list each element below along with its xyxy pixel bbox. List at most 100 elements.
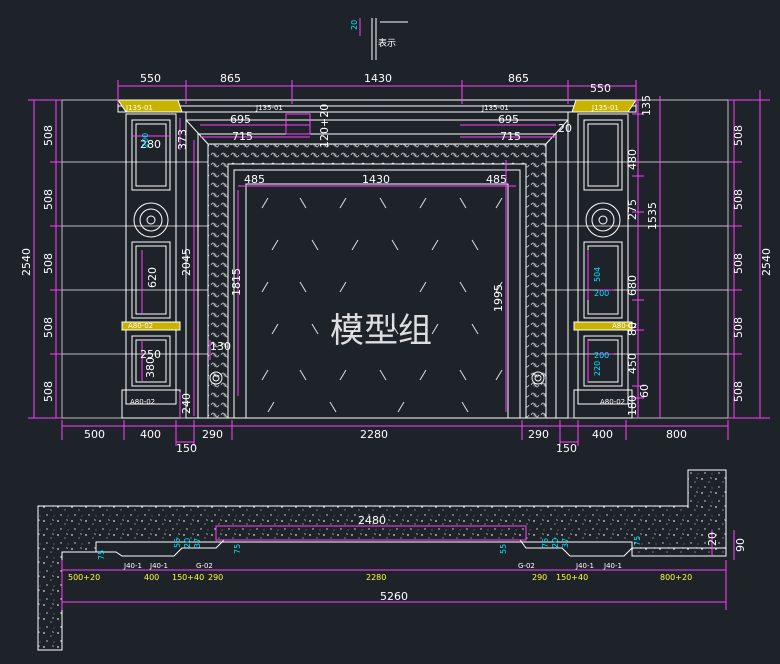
bottom-dim-5: 290 bbox=[528, 428, 549, 441]
top-dim-3: 1430 bbox=[364, 72, 392, 85]
inner-dimension-lines bbox=[132, 113, 614, 418]
dim-240: 240 bbox=[180, 393, 193, 414]
plan-recess bbox=[215, 525, 527, 541]
bottom-dim-4: 2280 bbox=[360, 428, 388, 441]
bottom-dim-2: 400 bbox=[140, 428, 161, 441]
profile-label-2: J135-01 bbox=[255, 104, 283, 112]
legend-value: 20 bbox=[350, 20, 359, 30]
legend: 20 表示 bbox=[350, 18, 408, 60]
dim-250: 250 bbox=[140, 348, 161, 361]
plan-seg-8: 800+20 bbox=[660, 573, 692, 582]
right-col-label-2: 200 bbox=[594, 289, 609, 298]
center-frame bbox=[185, 119, 569, 419]
dim-485-right: 485 bbox=[486, 173, 507, 186]
profile-label-3: J135-01 bbox=[481, 104, 509, 112]
right-inner-dimensions: 135 480 275 680 80 450 60 180 1535 bbox=[626, 95, 659, 416]
right-inner-3: 275 bbox=[626, 199, 639, 220]
plan-wall-shape bbox=[37, 469, 727, 651]
right-inner-4: 680 bbox=[626, 275, 639, 296]
left-dim-4: 508 bbox=[42, 317, 55, 338]
plan-small-5: 75 bbox=[233, 544, 242, 554]
right-inner-6: 450 bbox=[626, 353, 639, 374]
plan-part-2: J40-1 bbox=[149, 562, 168, 570]
cornice bbox=[117, 99, 637, 121]
plan-part-1: J40-1 bbox=[123, 562, 142, 570]
plan-seg-2: 400 bbox=[144, 573, 159, 582]
profile-labels: J135-01 J135-01 J135-01 J135-01 bbox=[125, 104, 619, 112]
right-dimensions: 508 508 508 508 508 2540 bbox=[732, 125, 773, 402]
plan-small-3: 20 bbox=[183, 538, 192, 548]
base-labels: A80-02 A80-02 A80-02 A80-02 bbox=[128, 322, 637, 406]
right-dim-5: 508 bbox=[732, 381, 745, 402]
right-dim-2: 508 bbox=[732, 189, 745, 210]
outer-dimension-lines bbox=[28, 80, 770, 446]
right-col-label-3: 220 bbox=[593, 361, 602, 376]
right-dim-4: 508 bbox=[732, 317, 745, 338]
dim-620: 620 bbox=[146, 267, 159, 288]
plan-right-dim-1: 20 bbox=[706, 532, 719, 546]
right-dim-1: 508 bbox=[732, 125, 745, 146]
base-label-3: A80-02 bbox=[612, 322, 637, 330]
dim-130: 130 bbox=[210, 340, 231, 353]
left-dim-1: 508 bbox=[42, 125, 55, 146]
top-dim-4: 865 bbox=[508, 72, 529, 85]
plan-span: 2480 bbox=[358, 514, 386, 527]
plan-small-1: 75 bbox=[97, 550, 106, 560]
plan-part-6: J40-1 bbox=[603, 562, 622, 570]
bottom-dim-7: 800 bbox=[666, 428, 687, 441]
plan-small-7: 75 bbox=[541, 538, 550, 548]
legend-text: 表示 bbox=[378, 37, 396, 49]
plan-total: 5260 bbox=[380, 590, 408, 603]
dim-695-right: 695 bbox=[498, 113, 519, 126]
left-total: 2540 bbox=[20, 248, 33, 276]
left-dim-2: 508 bbox=[42, 189, 55, 210]
center-panel-pattern bbox=[261, 197, 503, 413]
bottom-dim-6: 400 bbox=[592, 428, 613, 441]
dim-715-right: 715 bbox=[500, 130, 521, 143]
plan-part-5: J40-1 bbox=[575, 562, 594, 570]
top-dimensions: 550 865 1430 865 550 bbox=[140, 72, 611, 95]
base-label-2: A80-02 bbox=[130, 398, 155, 406]
plan-small-10: 75 bbox=[633, 536, 642, 546]
bottom-sub-2: 150 bbox=[556, 442, 577, 455]
dim-373: 373 bbox=[176, 129, 189, 150]
right-inner-1: 135 bbox=[640, 95, 653, 116]
dim-715-left: 715 bbox=[232, 130, 253, 143]
plan-seg-1: 500+20 bbox=[68, 573, 100, 582]
left-dimensions: 508 508 508 508 508 2540 bbox=[20, 125, 55, 402]
right-inner-7: 60 bbox=[638, 384, 651, 398]
plan-small-6: 55 bbox=[499, 544, 508, 554]
dim-280: 280 bbox=[140, 138, 161, 151]
plan-small-9: 37 bbox=[561, 538, 570, 548]
plan-view: 2480 5260 500+20 400 150+40 290 2280 290… bbox=[37, 469, 747, 651]
dim-1430-inner: 1430 bbox=[362, 173, 390, 186]
watermark: 模型组 bbox=[330, 311, 432, 351]
plan-right-dim-2: 90 bbox=[734, 538, 747, 552]
inner-dimensions: 373 695 715 120+20 695 715 20 485 1430 4… bbox=[140, 104, 572, 414]
right-col-label-5: 200 bbox=[141, 133, 150, 148]
right-total: 2540 bbox=[760, 248, 773, 276]
left-dim-3: 508 bbox=[42, 253, 55, 274]
plan-seg-3: 150+40 bbox=[172, 573, 204, 582]
right-column-labels: 504 200 220 200 200 bbox=[141, 133, 609, 376]
profile-label-1: J135-01 bbox=[125, 104, 153, 112]
profile-label-4: J135-01 bbox=[591, 104, 619, 112]
top-dim-2: 865 bbox=[220, 72, 241, 85]
dim-1815: 1815 bbox=[230, 268, 243, 296]
bottom-dim-1: 500 bbox=[84, 428, 105, 441]
bottom-sub-1: 150 bbox=[176, 442, 197, 455]
bottom-dim-3: 290 bbox=[202, 428, 223, 441]
plan-small-2: 55 bbox=[173, 538, 182, 548]
plan-small-4: 37 bbox=[193, 538, 202, 548]
dim-695-left: 695 bbox=[230, 113, 251, 126]
top-dim-1: 550 bbox=[140, 72, 161, 85]
dim-485-left: 485 bbox=[244, 173, 265, 186]
dim-1995: 1995 bbox=[492, 284, 505, 312]
base-label-1: A80-02 bbox=[128, 322, 153, 330]
right-col-label-4: 200 bbox=[594, 351, 609, 360]
plan-part-4: G-02 bbox=[518, 562, 535, 570]
right-inner-total: 1535 bbox=[646, 202, 659, 230]
bottom-dimensions: 500 400 290 2280 290 400 800 150 150 bbox=[84, 428, 687, 455]
base-label-4: A80-02 bbox=[600, 398, 625, 406]
